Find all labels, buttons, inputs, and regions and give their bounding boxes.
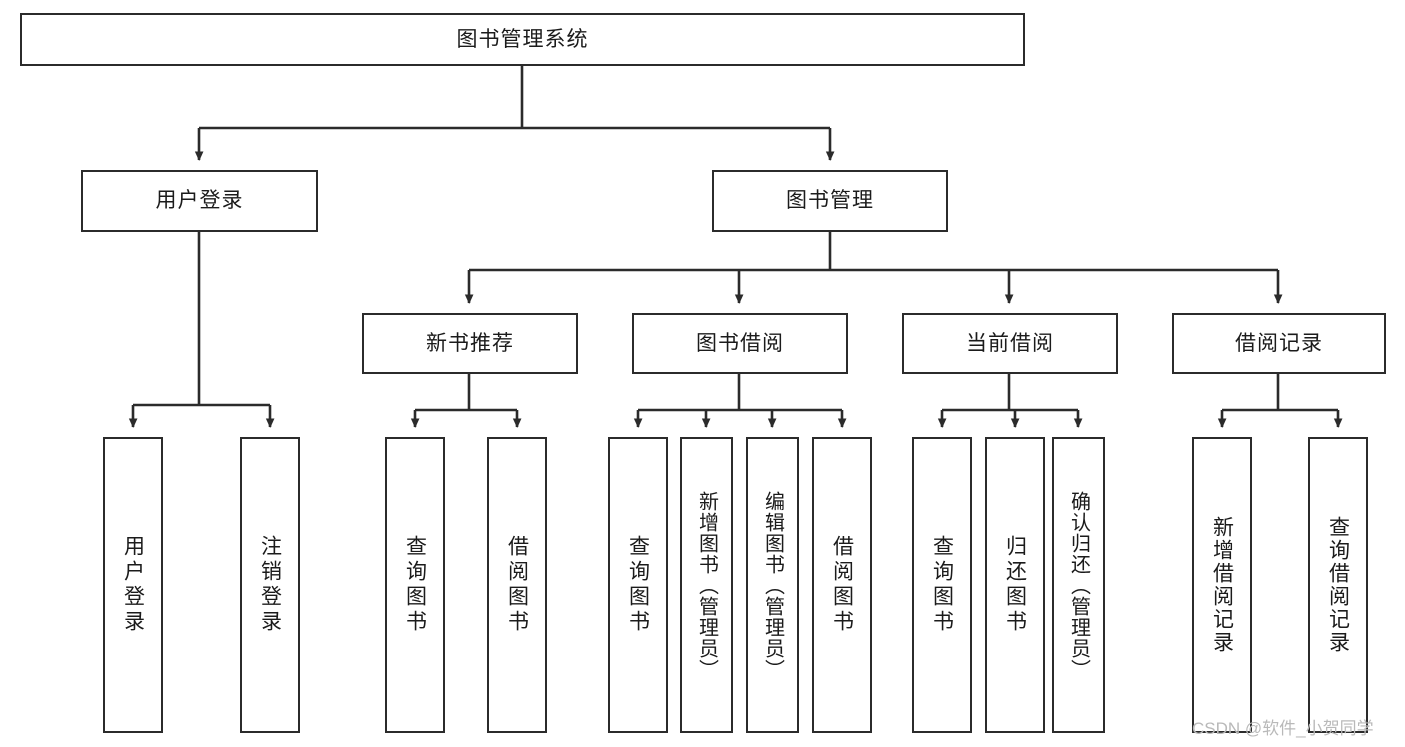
node-leaf-logout-login-label: 注销登录 [258, 535, 282, 635]
node-leaf-borrow-book-1[interactable]: 借阅图书 [487, 437, 547, 733]
node-leaf-add-borrow-record-label: 新增借阅记录 [1210, 516, 1234, 654]
node-leaf-add-book-admin[interactable]: 新增图书（管理员） [680, 437, 733, 733]
node-user-login[interactable]: 用户登录 [81, 170, 318, 232]
node-root-label: 图书管理系统 [456, 27, 589, 51]
node-leaf-user-login-label: 用户登录 [121, 535, 145, 635]
node-user-login-label: 用户登录 [155, 189, 244, 213]
node-leaf-return-book[interactable]: 归还图书 [985, 437, 1045, 733]
node-borrow-record[interactable]: 借阅记录 [1172, 313, 1386, 374]
node-leaf-add-borrow-record[interactable]: 新增借阅记录 [1192, 437, 1252, 733]
node-leaf-borrow-book-2[interactable]: 借阅图书 [812, 437, 872, 733]
node-root[interactable]: 图书管理系统 [20, 13, 1025, 66]
node-new-book-recommend-label: 新书推荐 [426, 331, 514, 355]
node-borrow-record-label: 借阅记录 [1235, 331, 1323, 355]
node-current-borrow[interactable]: 当前借阅 [902, 313, 1118, 374]
node-current-borrow-label: 当前借阅 [966, 331, 1054, 355]
node-leaf-query-borrow-record-label: 查询借阅记录 [1326, 516, 1350, 654]
node-leaf-confirm-return-admin-label: 确认归还（管理员） [1067, 490, 1090, 680]
node-new-book-recommend[interactable]: 新书推荐 [362, 313, 578, 374]
csdn-watermark: CSDN @软件_小贺同学 [1192, 719, 1374, 738]
node-leaf-query-book-1-label: 查询图书 [403, 535, 427, 635]
node-leaf-query-book-3-label: 查询图书 [930, 535, 954, 635]
node-book-borrow-label: 图书借阅 [696, 331, 784, 355]
node-leaf-query-book-2-label: 查询图书 [626, 535, 650, 635]
node-leaf-add-book-admin-label: 新增图书（管理员） [695, 490, 718, 680]
node-leaf-logout-login[interactable]: 注销登录 [240, 437, 300, 733]
node-leaf-user-login[interactable]: 用户登录 [103, 437, 163, 733]
node-book-management-label: 图书管理 [786, 189, 874, 213]
node-leaf-query-borrow-record[interactable]: 查询借阅记录 [1308, 437, 1368, 733]
node-leaf-confirm-return-admin[interactable]: 确认归还（管理员） [1052, 437, 1105, 733]
node-leaf-edit-book-admin-label: 编辑图书（管理员） [761, 490, 784, 680]
node-book-borrow[interactable]: 图书借阅 [632, 313, 848, 374]
node-leaf-borrow-book-2-label: 借阅图书 [830, 535, 854, 635]
node-leaf-query-book-1[interactable]: 查询图书 [385, 437, 445, 733]
node-leaf-query-book-3[interactable]: 查询图书 [912, 437, 972, 733]
node-leaf-edit-book-admin[interactable]: 编辑图书（管理员） [746, 437, 799, 733]
node-book-management[interactable]: 图书管理 [712, 170, 948, 232]
node-leaf-query-book-2[interactable]: 查询图书 [608, 437, 668, 733]
node-leaf-borrow-book-1-label: 借阅图书 [505, 535, 529, 635]
node-leaf-return-book-label: 归还图书 [1003, 535, 1027, 635]
